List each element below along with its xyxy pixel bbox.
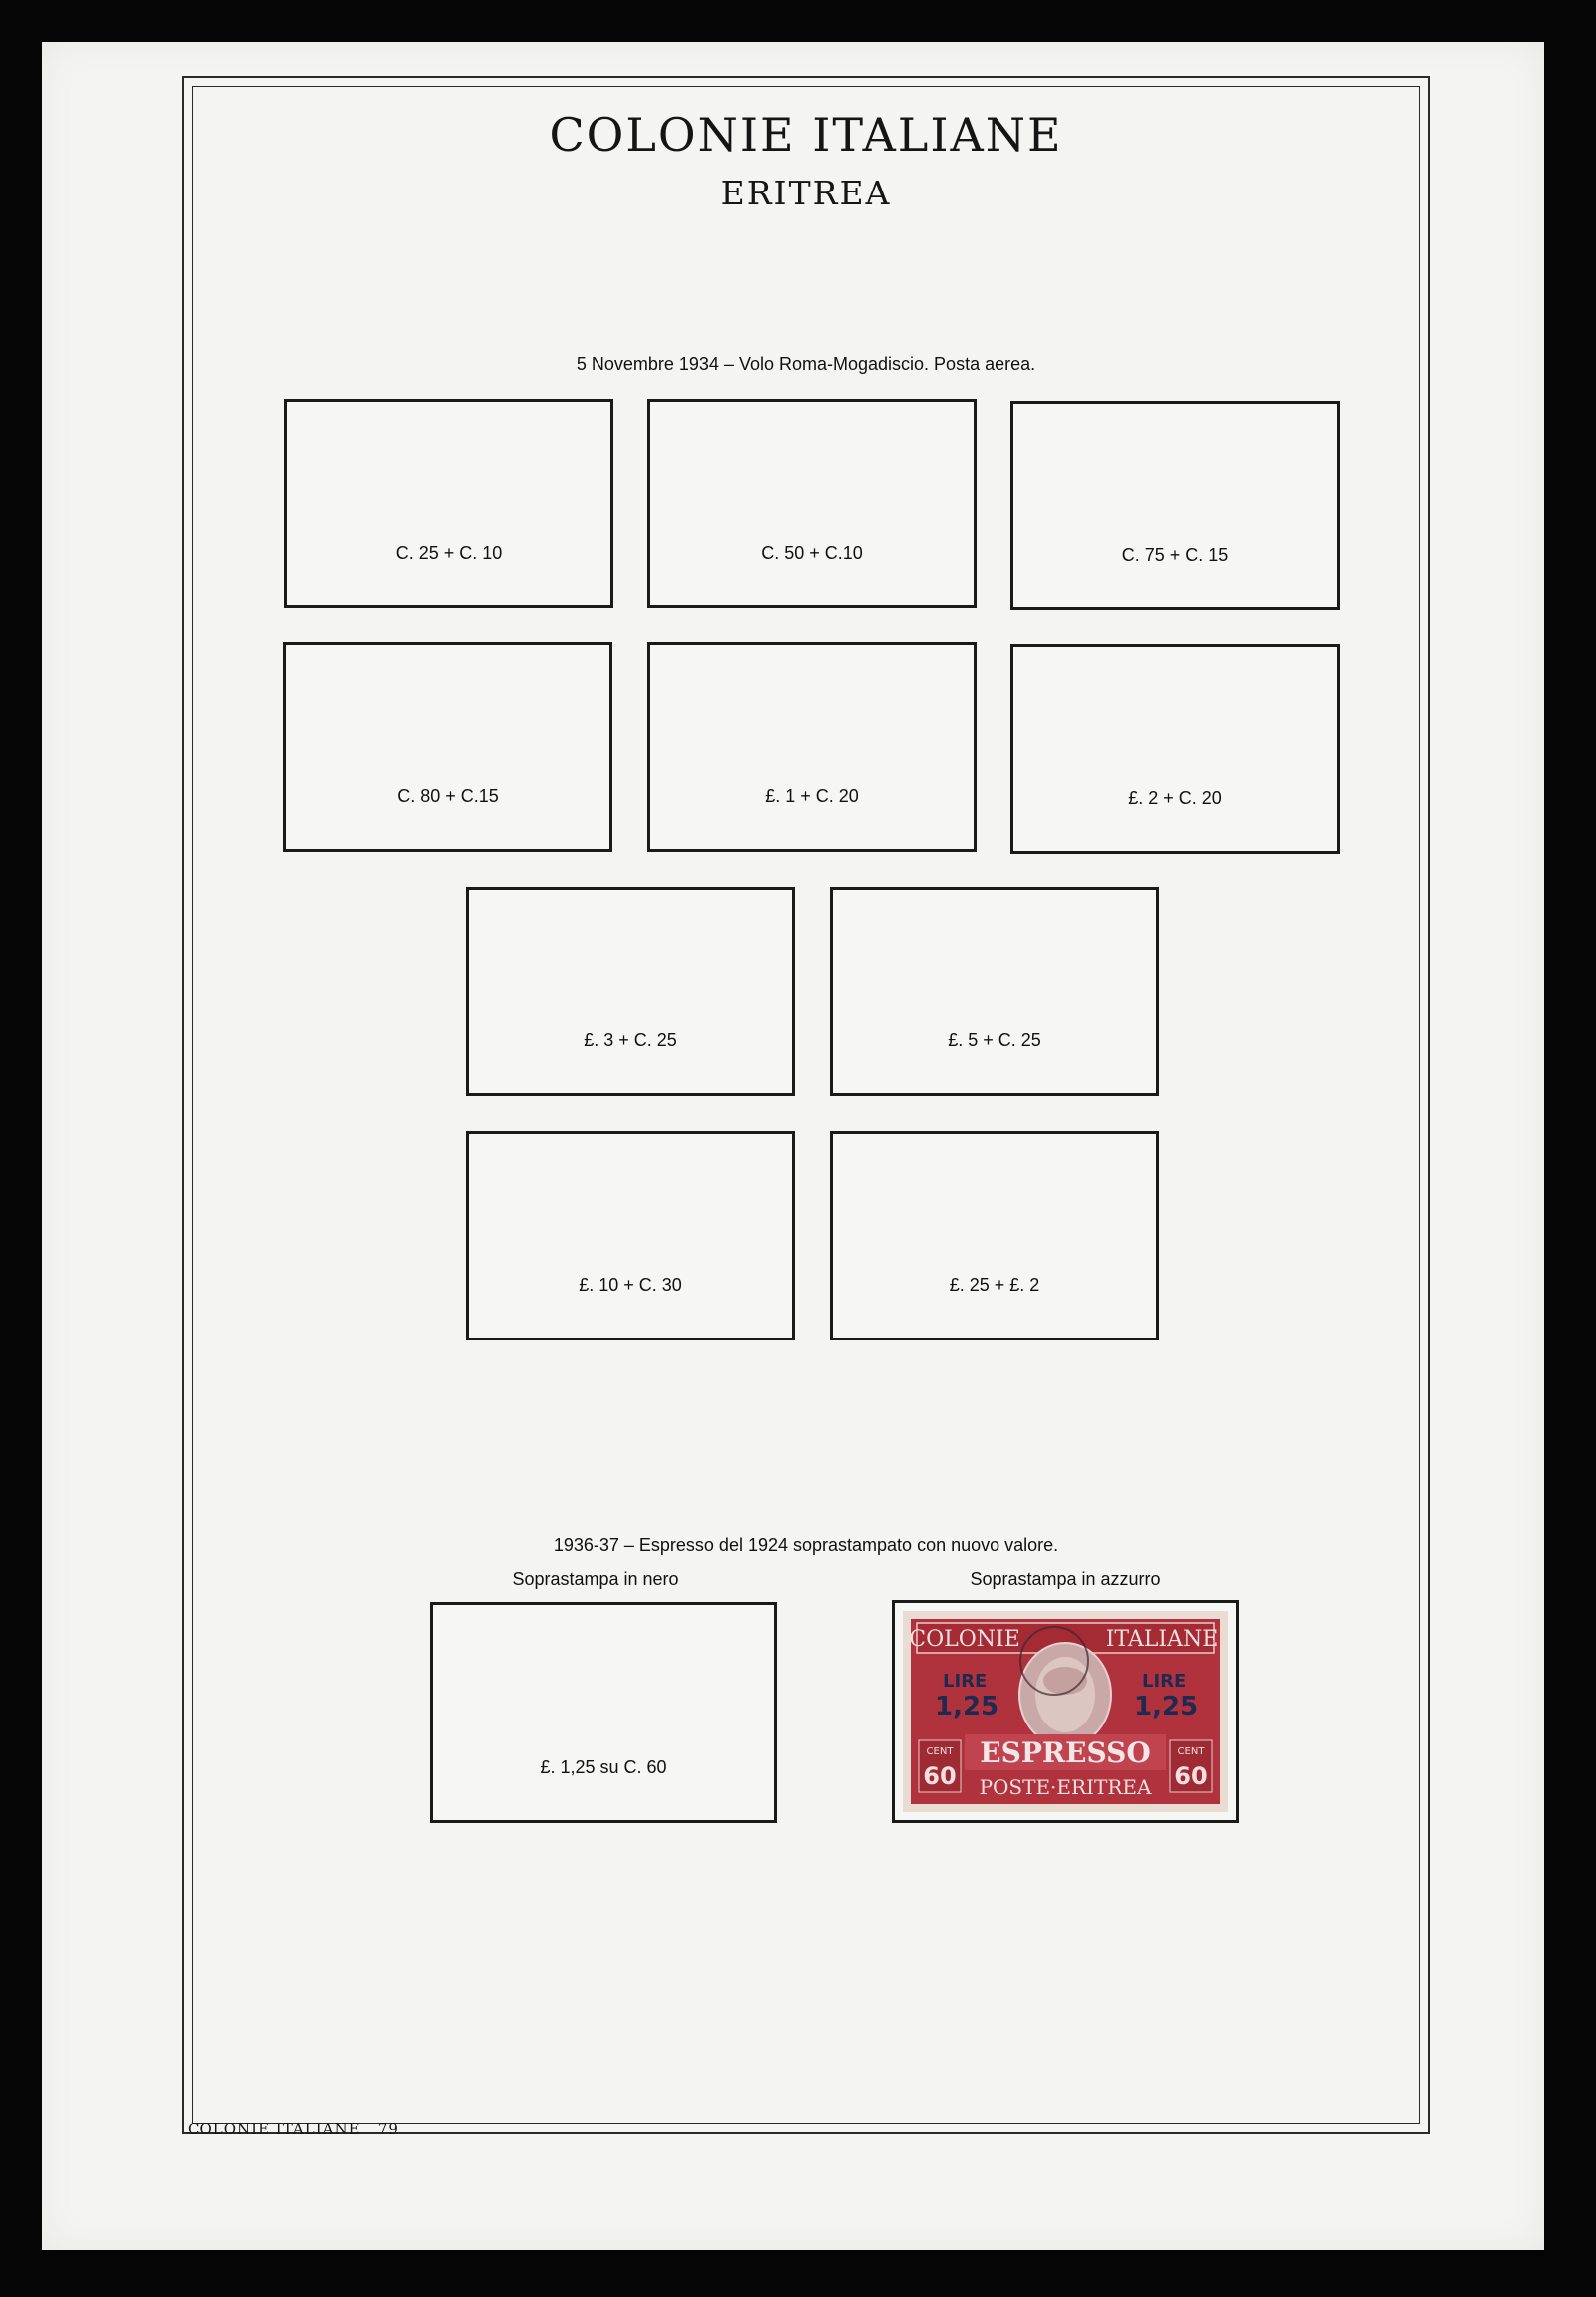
slot-label: C. 25 + C. 10 [395, 543, 503, 563]
right-caption: Soprastampa in azzurro [970, 1569, 1161, 1589]
cent-label-right: CENT [1178, 1746, 1206, 1757]
stamp-slot: £. 2 + C. 20 [1010, 644, 1340, 854]
surcharge-value-right: 1,25 [1134, 1692, 1198, 1722]
cent-value-right: 60 [1174, 1762, 1207, 1790]
surcharge-lire-right: LIRE [1142, 1671, 1186, 1692]
page-footer: COLONIE ITALIANE 79 [188, 2120, 399, 2138]
slot-label: C. 75 + C. 15 [1121, 545, 1229, 565]
stamp-slot: £. 25 + £. 2 [830, 1131, 1159, 1340]
slot-label: £. 1,25 su C. 60 [540, 1757, 667, 1777]
stamp-mount: COLONIE ITALIANE LIRE 1,25 LIRE 1,25 ESP… [892, 1600, 1239, 1823]
slot-label: £. 2 + C. 20 [1128, 788, 1222, 808]
outer-frame [182, 76, 1430, 2134]
cent-value-left: 60 [923, 1762, 956, 1790]
slot-label: £. 5 + C. 25 [948, 1030, 1041, 1050]
album-page: COLONIE ITALIANE ERITREA 5 Novembre 1934… [42, 42, 1544, 2250]
stamp-slot: £. 1 + C. 20 [647, 642, 977, 852]
stamp-slot: £. 5 + C. 25 [830, 887, 1159, 1096]
stamp-top-left: COLONIE [909, 1627, 1020, 1652]
stamp-slot: C. 80 + C.15 [283, 642, 612, 852]
postmark-icon [1019, 1626, 1089, 1696]
stamp-slot: £. 3 + C. 25 [466, 887, 795, 1096]
surcharge-lire-left: LIRE [943, 1671, 987, 1692]
slot-label: £. 25 + £. 2 [949, 1275, 1040, 1295]
stamp-slot: C. 25 + C. 10 [284, 399, 613, 608]
section1-heading: 5 Novembre 1934 – Volo Roma-Mogadiscio. … [576, 354, 1036, 374]
page-subtitle: ERITREA [720, 174, 892, 212]
slot-label: £. 10 + C. 30 [579, 1275, 682, 1295]
stamp-slot: £. 10 + C. 30 [466, 1131, 795, 1340]
inner-frame [192, 86, 1420, 2124]
espresso-stamp: COLONIE ITALIANE LIRE 1,25 LIRE 1,25 ESP… [903, 1611, 1228, 1812]
stamp-slot: C. 50 + C.10 [647, 399, 977, 608]
slot-label: £. 3 + C. 25 [584, 1030, 677, 1050]
stamp-top-right: ITALIANE [1106, 1627, 1219, 1652]
slot-label: £. 1 + C. 20 [765, 786, 859, 806]
stamp-word: ESPRESSO [980, 1736, 1150, 1769]
cent-label-left: CENT [927, 1746, 955, 1757]
left-caption: Soprastampa in nero [512, 1569, 679, 1589]
stamp-slot: C. 75 + C. 15 [1010, 401, 1340, 610]
page-title: COLONIE ITALIANE [549, 108, 1063, 162]
stamp-bottom: POSTE·ERITREA [980, 1775, 1152, 1799]
slot-label: C. 50 + C.10 [761, 543, 863, 563]
slot-label: C. 80 + C.15 [397, 786, 499, 806]
surcharge-value-left: 1,25 [935, 1692, 998, 1722]
section2-heading: 1936-37 – Espresso del 1924 soprastampat… [553, 1535, 1059, 1555]
stamp-slot: £. 1,25 su C. 60 [430, 1602, 777, 1823]
